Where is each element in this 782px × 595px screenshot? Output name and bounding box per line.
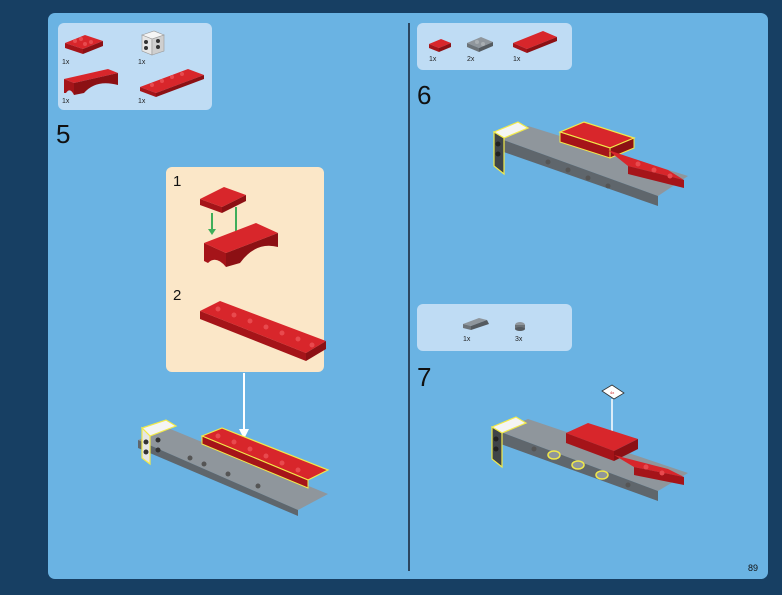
step6-parts-list: 1x 2x 1x: [417, 23, 572, 70]
step5-part-qty: 1x: [138, 59, 146, 66]
step6-part-qty: 1x: [429, 56, 437, 63]
step6-number: 6: [417, 80, 432, 110]
step5-parts-list: 1x 1x 1x 1x: [58, 23, 212, 110]
step5-part-qty: 1x: [138, 98, 146, 105]
step7-part-qty: 3x: [515, 336, 523, 343]
step-divider: [408, 23, 410, 571]
substep-1-number: 1: [173, 173, 182, 190]
step5-part-qty: 1x: [62, 98, 70, 105]
step7-part-qty: 1x: [463, 336, 471, 343]
substep-2-number: 2: [173, 287, 182, 304]
attach-arrow: [239, 373, 249, 439]
red-arch-1x6-icon: [64, 69, 118, 95]
step5-assembly: [138, 419, 330, 516]
instruction-page: 1x 1x 1x 1x 5 1: [48, 13, 768, 579]
substep-callout: 1 2: [166, 167, 326, 372]
page-number: 89: [747, 563, 758, 573]
gray-round-plate-icon: [515, 322, 525, 331]
red-plate-2x4-icon: [65, 35, 103, 54]
step6-part-qty: 1x: [513, 56, 521, 63]
step6-part-qty: 2x: [467, 56, 475, 63]
white-bracket-icon: [141, 30, 165, 56]
red-tile-2x4-icon: [513, 31, 557, 53]
step7-number: 7: [417, 362, 432, 392]
gray-plate-1x2-icon: [467, 37, 493, 52]
red-plate-2x8-icon: [140, 69, 204, 97]
gray-slope-icon: [463, 318, 489, 330]
step7-parts-list: 1x 3x: [417, 304, 572, 351]
step7-assembly: 4x: [490, 384, 688, 501]
svg-text:4x: 4x: [610, 390, 614, 395]
step5-number: 5: [56, 119, 71, 149]
red-plate-1x2-icon: [429, 39, 451, 52]
step5-part-qty: 1x: [62, 59, 70, 66]
step6-assembly: [492, 121, 688, 206]
substep-1-diagram: [200, 187, 278, 267]
substep-2-diagram: [200, 301, 326, 361]
